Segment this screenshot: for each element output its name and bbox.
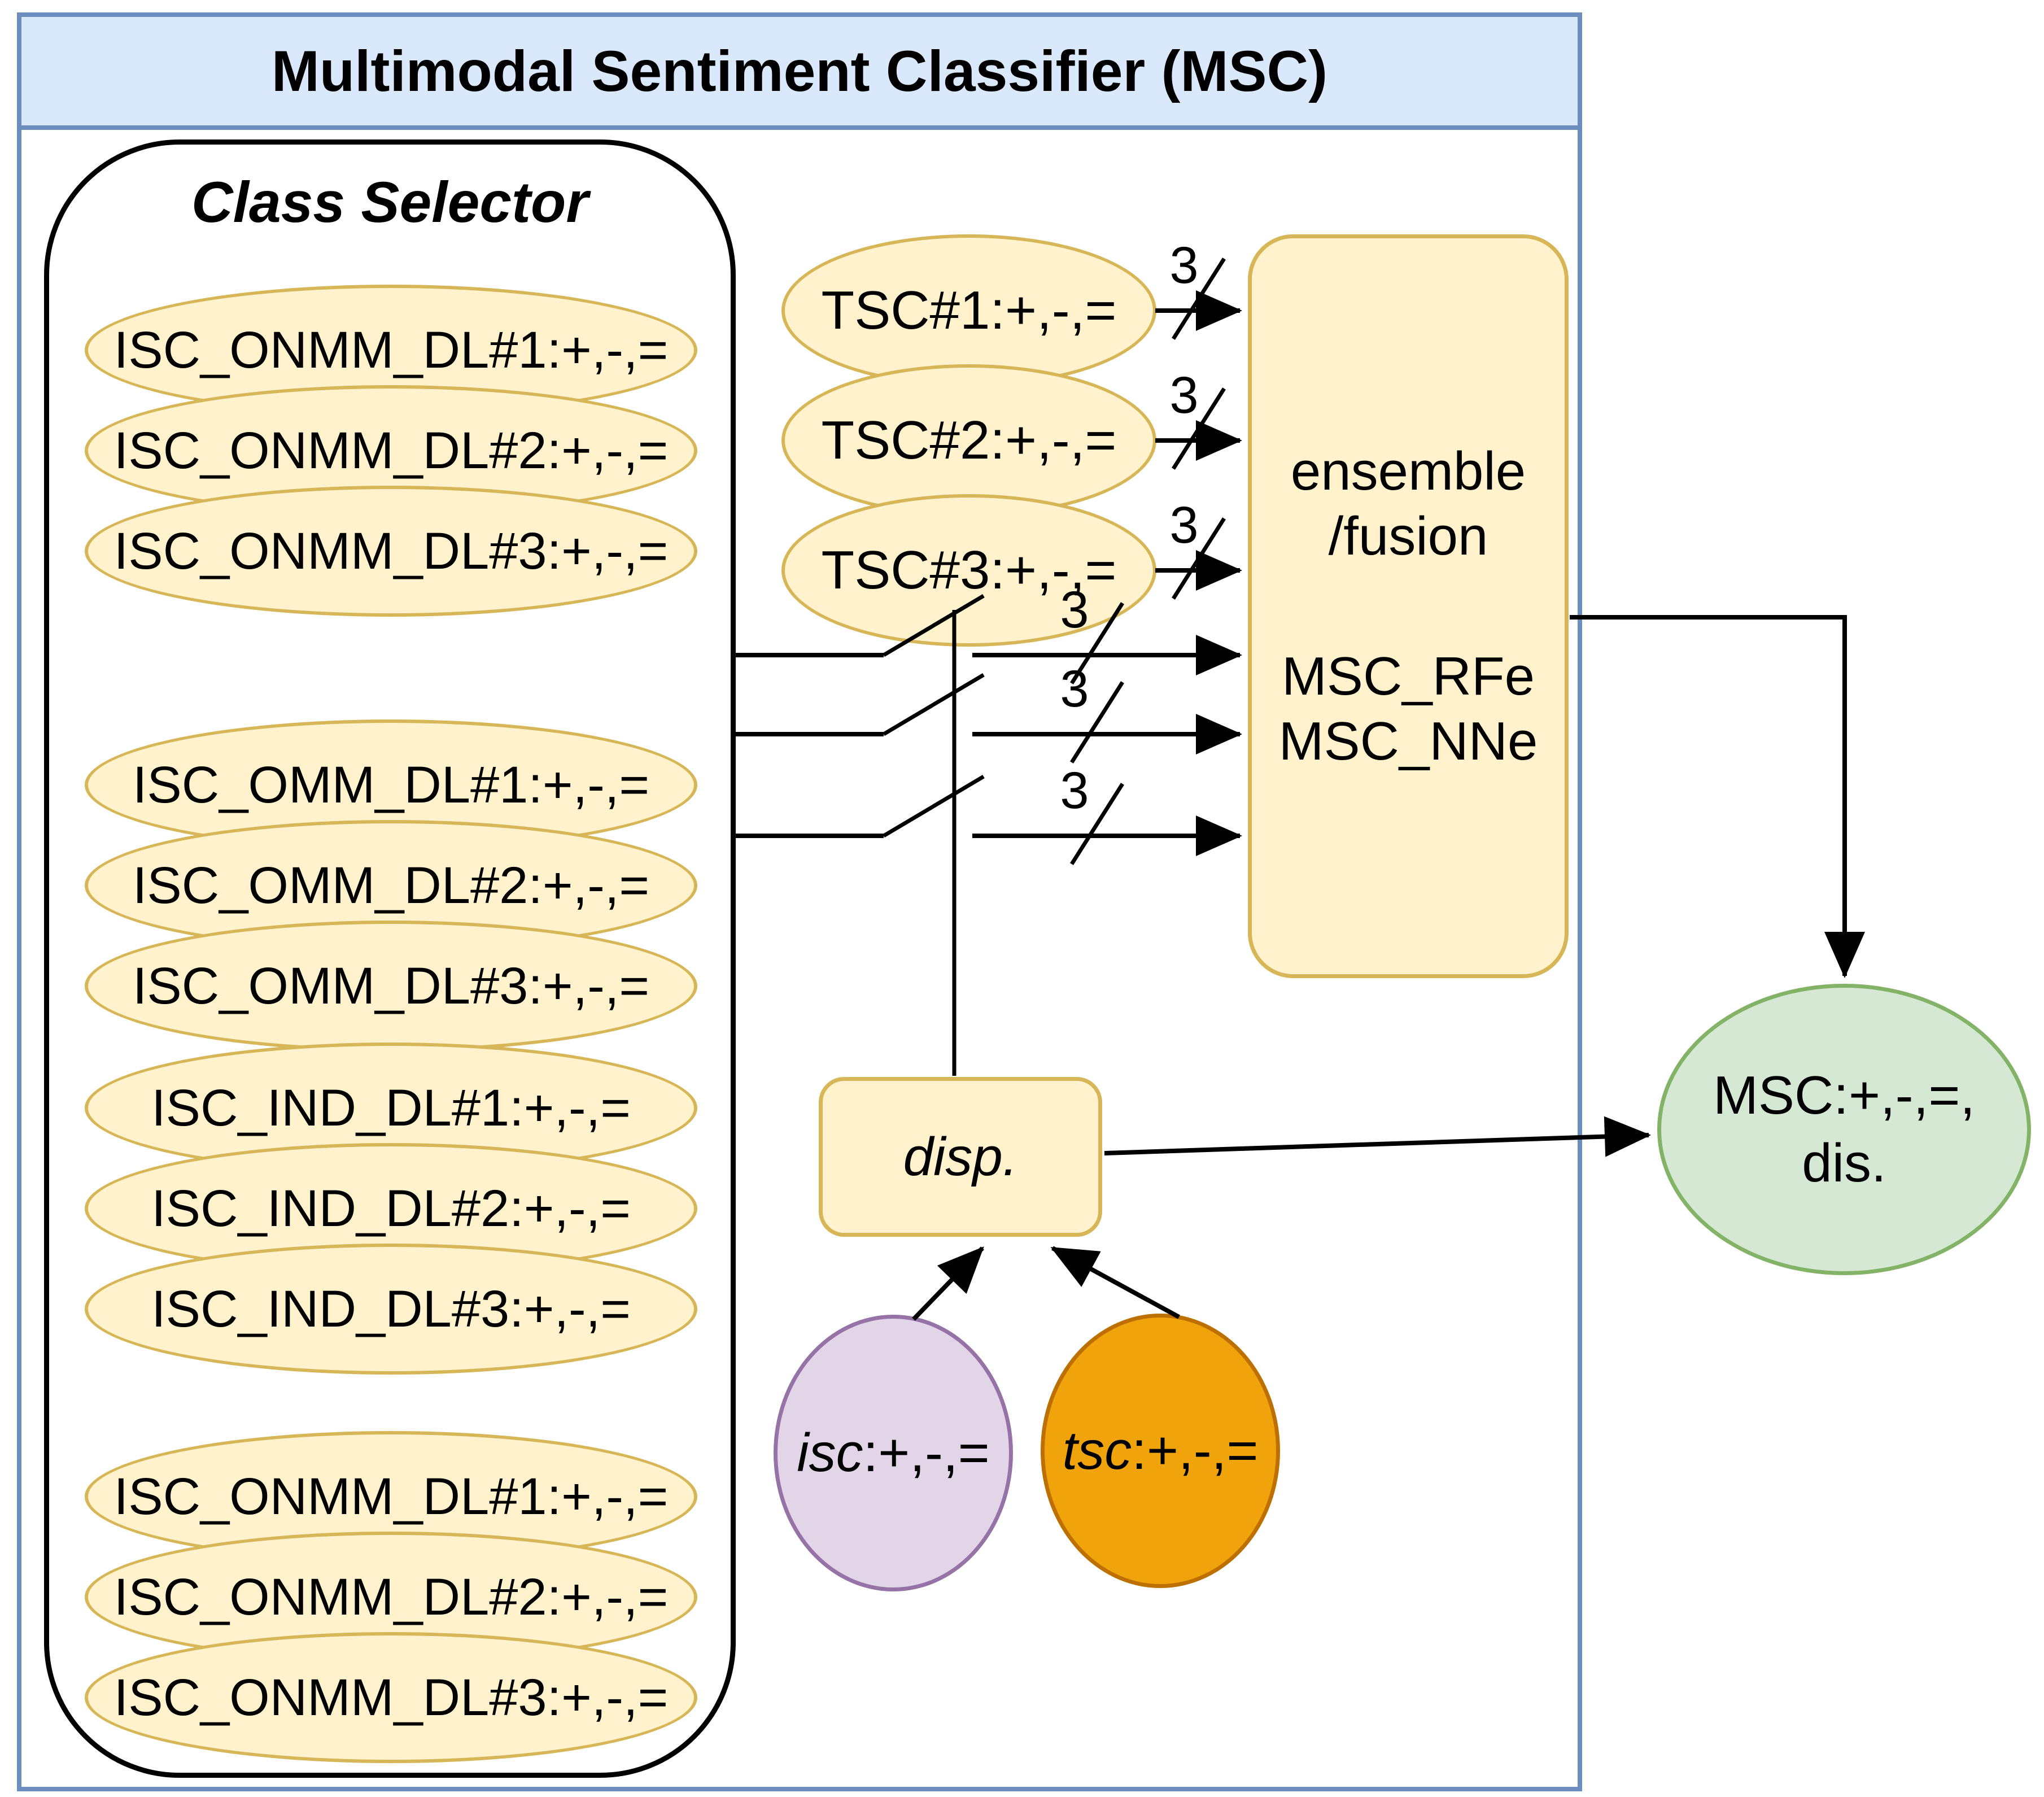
isc-input-node: isc:+,-,= xyxy=(774,1315,1013,1591)
ensemble-to-output-connector xyxy=(1570,615,1865,978)
ensemble-fusion-box: ensemble /fusion MSC_RFe MSC_NNe xyxy=(1248,234,1569,978)
tsc-node-2: TSC#2:+,-,= xyxy=(781,364,1156,517)
selector-node-omm-3: ISC_OMM_DL#3:+,-,= xyxy=(85,921,697,1052)
tsc-suffix: :+,-,= xyxy=(1132,1420,1259,1481)
bus-width-label-tsc1: 3 xyxy=(1169,237,1199,294)
msc-output-node: MSC:+,-,=, dis. xyxy=(1657,984,2031,1275)
selector-node-ind-3: ISC_IND_DL#3:+,-,= xyxy=(85,1244,697,1375)
class-selector-title: Class Selector xyxy=(191,170,589,234)
bus-width-label-sw2: 3 xyxy=(1060,660,1089,718)
dispatcher-label: disp. xyxy=(903,1126,1018,1187)
diagram-title: Multimodal Sentiment Classifier (MSC) xyxy=(271,38,1328,103)
bus-width-label-tsc2: 3 xyxy=(1169,367,1199,424)
selector-node-onmm-top-3: ISC_ONMM_DL#3:+,-,= xyxy=(85,486,697,617)
isc-prefix: isc xyxy=(797,1423,863,1483)
tsc-input-node: tsc:+,-,= xyxy=(1041,1314,1280,1588)
msc-output-line2: dis. xyxy=(1802,1133,1886,1193)
bus-width-label-sw3: 3 xyxy=(1060,762,1089,819)
tsc-node-3: TSC#3:+,-,= xyxy=(781,494,1156,647)
isc-suffix: :+,-,= xyxy=(863,1423,990,1483)
ensemble-method-label: ensemble /fusion xyxy=(1290,441,1526,566)
tsc-node-1: TSC#1:+,-,= xyxy=(781,234,1156,387)
msc-title-bar: Multimodal Sentiment Classifier (MSC) xyxy=(21,17,1578,130)
ensemble-models-label: MSC_RFe MSC_NNe xyxy=(1278,646,1538,771)
tsc-prefix: tsc xyxy=(1062,1420,1132,1481)
bus-width-label-tsc3: 3 xyxy=(1169,496,1199,554)
msc-output-line1: MSC:+,-,=, xyxy=(1713,1065,1976,1126)
selector-node-ind-1: ISC_IND_DL#1:+,-,= xyxy=(85,1043,697,1174)
dispatcher-box: disp. xyxy=(819,1077,1102,1237)
bus-width-label-sw1: 3 xyxy=(1060,581,1089,639)
selector-node-onmm-bottom-1: ISC_ONMM_DL#1:+,-,= xyxy=(85,1431,697,1562)
selector-node-onmm-bottom-3: ISC_ONMM_DL#3:+,-,= xyxy=(85,1632,697,1763)
